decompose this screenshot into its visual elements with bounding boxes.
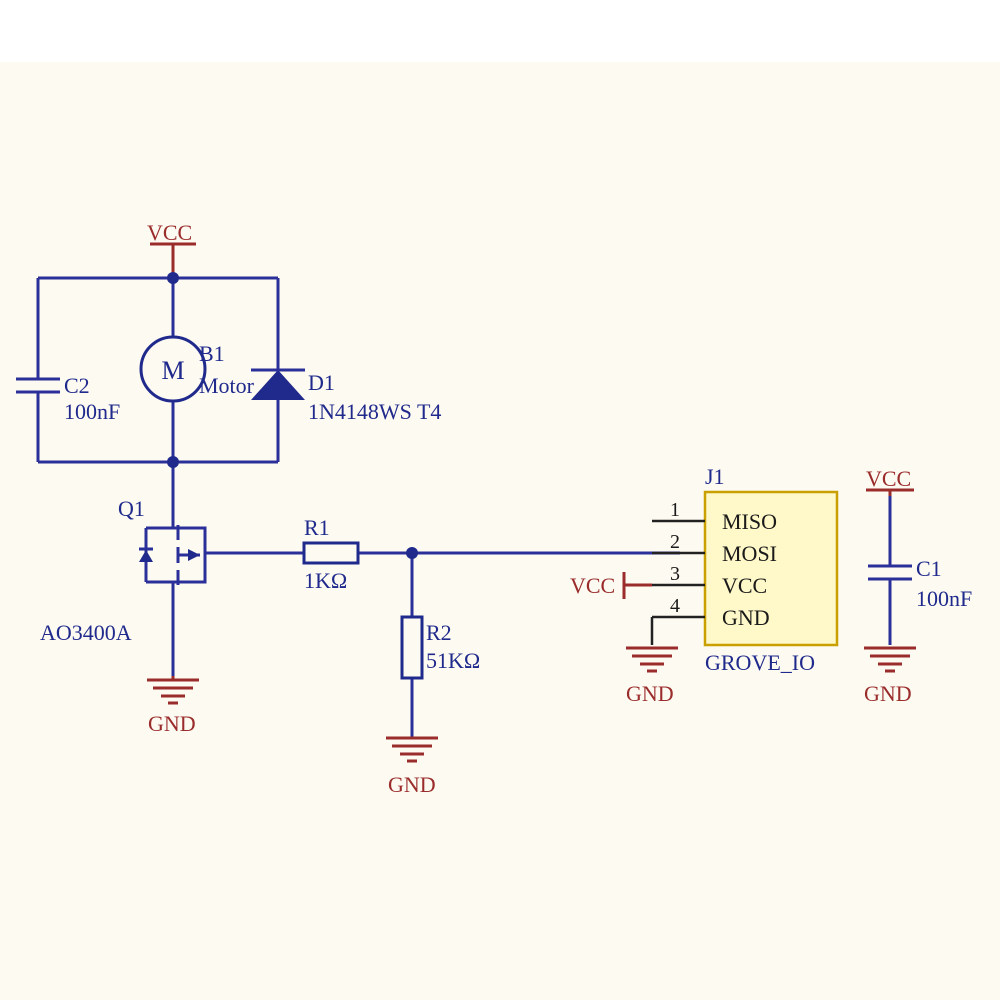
gnd-label-c1: GND (864, 681, 912, 706)
vcc-power-port-j1[interactable]: VCC (570, 572, 652, 599)
junction-vcc (167, 272, 179, 284)
r1-ref: R1 (304, 515, 330, 540)
mosfet-q1[interactable]: Q1 AO3400A (40, 496, 207, 676)
capacitor-c1[interactable]: C1 100nF (868, 496, 972, 645)
connector-j1[interactable]: J1 GROVE_IO 1 2 3 4 MISO MOSI VCC GND (652, 464, 839, 675)
junction-gate (406, 547, 418, 559)
resistor-r2[interactable]: R2 51KΩ (400, 615, 480, 680)
gate-net-wires (205, 551, 680, 738)
motor-circle (139, 335, 207, 403)
vcc-power-port-top[interactable]: VCC (147, 220, 196, 278)
diode-triangle (251, 370, 305, 400)
d1-value: 1N4148WS T4 (308, 399, 441, 424)
j1-pin2-name: MOSI (722, 541, 777, 566)
b1-ref: B1 (199, 341, 225, 366)
gnd-label-q1: GND (148, 711, 196, 736)
j1-body (703, 490, 839, 647)
r2-value: 51KΩ (426, 648, 480, 673)
j1-pin3-number: 3 (670, 563, 680, 585)
j1-pin3-name: VCC (722, 573, 767, 598)
q1-ref: Q1 (118, 496, 145, 521)
q1-value: AO3400A (40, 620, 132, 645)
b1-value: Motor (199, 373, 255, 398)
r1-value: 1KΩ (304, 568, 347, 593)
r2-ref: R2 (426, 620, 452, 645)
gnd-label-j1: GND (626, 681, 674, 706)
motor-symbol: M (161, 356, 184, 385)
j1-pin1-number: 1 (670, 499, 680, 521)
gnd-port-r2[interactable]: GND (386, 736, 438, 797)
gnd-port-q1[interactable]: GND (147, 676, 199, 736)
gnd-port-c1[interactable]: GND (864, 646, 916, 706)
junction-drain (167, 456, 179, 468)
d1-ref: D1 (308, 370, 335, 395)
motor-b1[interactable]: M B1 Motor (139, 335, 255, 403)
gnd-port-j1[interactable]: GND (626, 617, 678, 706)
c1-value: 100nF (916, 586, 972, 611)
vcc-power-port-c1[interactable]: VCC (866, 466, 914, 496)
j1-pin4-name: GND (722, 605, 770, 630)
capacitor-c2[interactable]: C2 100nF (16, 373, 120, 424)
c1-ref: C1 (916, 556, 942, 581)
j1-value: GROVE_IO (705, 650, 815, 675)
vcc-label-top: VCC (147, 220, 192, 245)
diode-d1[interactable]: D1 1N4148WS T4 (251, 368, 441, 424)
c2-value: 100nF (64, 399, 120, 424)
j1-pin4-number: 4 (670, 595, 680, 617)
motor-network-wires (36, 276, 280, 528)
c2-ref: C2 (64, 373, 90, 398)
j1-pin2-number: 2 (670, 531, 680, 553)
resistor-r1[interactable]: R1 1KΩ (302, 515, 360, 593)
j1-pin1-name: MISO (722, 509, 777, 534)
vcc-label-c1: VCC (866, 466, 911, 491)
j1-ref: J1 (705, 464, 725, 489)
vcc-label-j1: VCC (570, 573, 615, 598)
gnd-label-r2: GND (388, 772, 436, 797)
